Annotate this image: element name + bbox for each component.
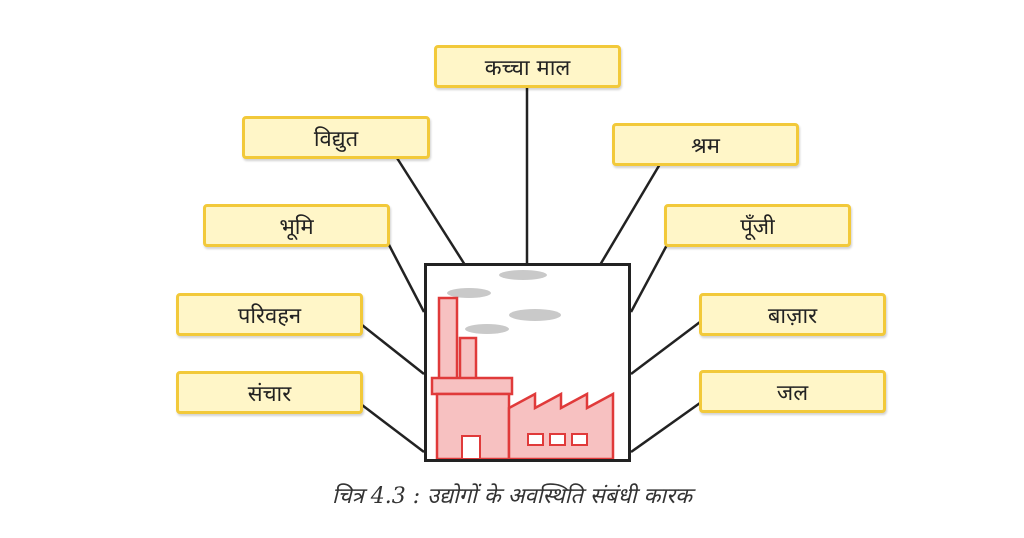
factor-label: बाज़ार	[767, 303, 818, 329]
factor-water: जल	[699, 370, 886, 413]
factor-raw-material: कच्चा माल	[434, 45, 621, 88]
connector-electricity	[395, 157, 467, 266]
factor-land: भूमि	[203, 204, 390, 247]
connector-transport	[361, 324, 425, 375]
factor-labour: श्रम	[612, 123, 799, 166]
factor-capital: पूँजी	[664, 204, 851, 247]
factory-frame	[424, 263, 631, 462]
connector-land	[386, 242, 426, 313]
connector-market	[630, 321, 701, 375]
smoke-cloud	[465, 324, 509, 334]
factor-label: कच्चा माल	[484, 55, 571, 81]
factor-label: श्रम	[691, 133, 720, 159]
figure-caption: चित्र 4.3 : उद्योगों के अवस्थिति संबंधी …	[331, 484, 693, 509]
smoke-cloud	[509, 309, 561, 321]
smoke-cloud	[447, 288, 491, 298]
factory-icon	[430, 270, 615, 461]
factor-label: विद्युत	[313, 126, 359, 152]
connector-communication	[361, 404, 425, 453]
connector-water	[630, 401, 701, 454]
factor-communication: संचार	[176, 371, 363, 414]
connector-labour	[598, 163, 662, 266]
chimney-band	[430, 376, 514, 396]
factor-label: संचार	[247, 381, 292, 407]
factor-market: बाज़ार	[699, 293, 886, 336]
smoke-cloud	[499, 270, 547, 280]
factory-window	[527, 433, 544, 446]
chimney-tall	[437, 296, 459, 390]
factor-label: पूँजी	[740, 214, 775, 240]
factor-electricity: विद्युत	[242, 116, 430, 159]
factory-door	[461, 435, 481, 460]
factor-transport: परिवहन	[176, 293, 363, 336]
factor-label: भूमि	[279, 214, 314, 240]
connector-capital	[629, 242, 670, 313]
factory-shed	[507, 391, 615, 461]
factory-window	[571, 433, 588, 446]
factor-label: जल	[776, 380, 809, 406]
factory-window	[549, 433, 566, 446]
factor-label: परिवहन	[237, 303, 302, 329]
